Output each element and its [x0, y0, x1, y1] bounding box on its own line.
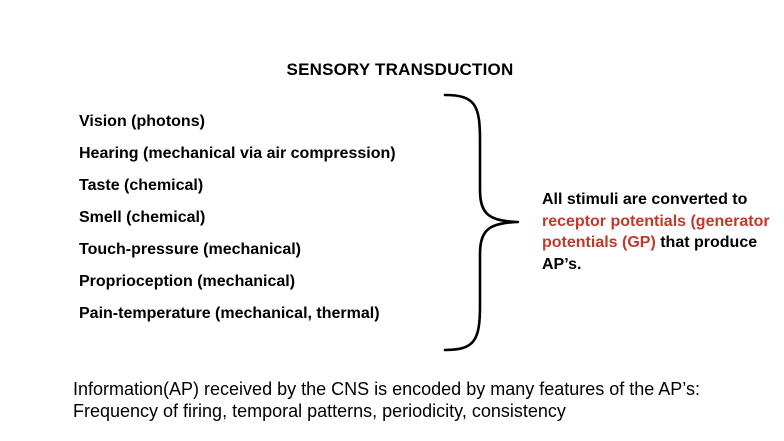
sense-item-proprioception: Proprioception (mechanical) — [79, 273, 296, 290]
sense-item-vision: Vision (photons) — [79, 113, 205, 130]
sense-item-touch-pressure: Touch-pressure (mechanical) — [79, 241, 301, 258]
summary-tail: that produce AP’s. — [542, 234, 758, 273]
summary-highlight: receptor potentials (generator potential… — [542, 212, 770, 252]
sense-item-pain-temperature: Pain-temperature (mechanical, thermal) — [79, 305, 380, 322]
sense-item-hearing: Hearing (mechanical via air compression) — [79, 145, 396, 162]
senses-list: Vision (photons) Hearing (mechanical via… — [79, 111, 396, 335]
summary-lead: All stimuli are converted to — [542, 191, 748, 208]
summary-text: All stimuli are converted to receptor po… — [542, 189, 772, 275]
right-brace-icon — [443, 93, 520, 352]
sense-item-taste: Taste (chemical) — [79, 177, 204, 194]
footer-paragraph: Information(AP) received by the CNS is e… — [73, 379, 700, 421]
sense-item-smell: Smell (chemical) — [79, 209, 206, 226]
slide-title: SENSORY TRANSDUCTION — [286, 60, 514, 79]
